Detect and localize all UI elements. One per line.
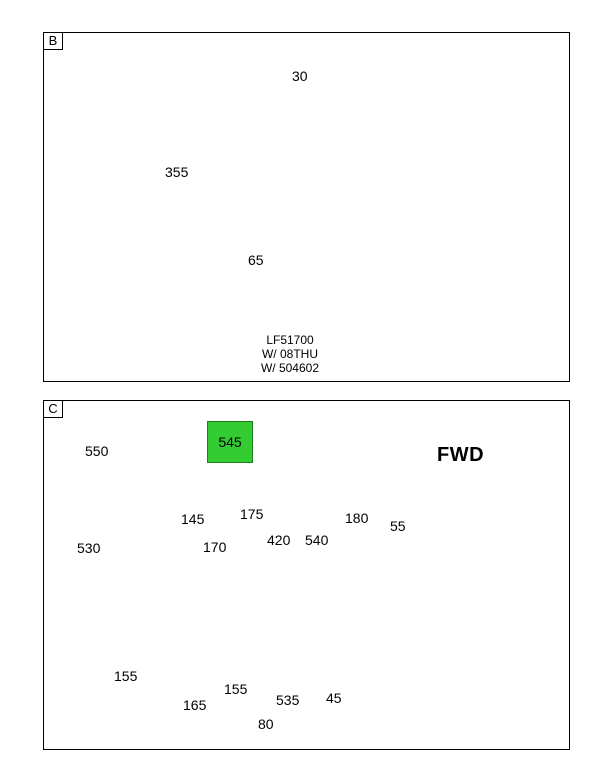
callout-45[interactable]: 45: [326, 690, 342, 706]
callout-155-left[interactable]: 155: [114, 668, 138, 684]
callout-420[interactable]: 420: [267, 532, 291, 548]
callout-80[interactable]: 80: [258, 716, 274, 732]
callout-535[interactable]: 535: [276, 692, 300, 708]
panel-c-tag: C: [44, 401, 63, 418]
callout-530[interactable]: 530: [77, 540, 101, 556]
callout-355[interactable]: 355: [165, 164, 189, 180]
callout-65[interactable]: 65: [248, 252, 264, 268]
callout-550[interactable]: 550: [85, 443, 109, 459]
callout-170[interactable]: 170: [203, 539, 227, 555]
callout-540[interactable]: 540: [305, 532, 329, 548]
callout-145[interactable]: 145: [181, 511, 205, 527]
highlighted-part-545[interactable]: 545: [207, 421, 253, 463]
panel-b: B: [43, 32, 570, 382]
callout-155-right[interactable]: 155: [224, 681, 248, 697]
callout-165[interactable]: 165: [183, 697, 207, 713]
callout-175[interactable]: 175: [240, 506, 264, 522]
callout-180[interactable]: 180: [345, 510, 369, 526]
panel-c: C: [43, 400, 570, 750]
callout-30[interactable]: 30: [292, 68, 308, 84]
callout-55[interactable]: 55: [390, 518, 406, 534]
panel-b-tag: B: [44, 33, 63, 50]
panel-b-caption-line-3: W/ 504602: [260, 361, 320, 375]
fwd-label: FWD: [437, 444, 485, 466]
panel-b-caption-line-2: W/ 08THU: [261, 347, 318, 361]
panel-b-caption-line-1: LF51700: [266, 333, 314, 347]
